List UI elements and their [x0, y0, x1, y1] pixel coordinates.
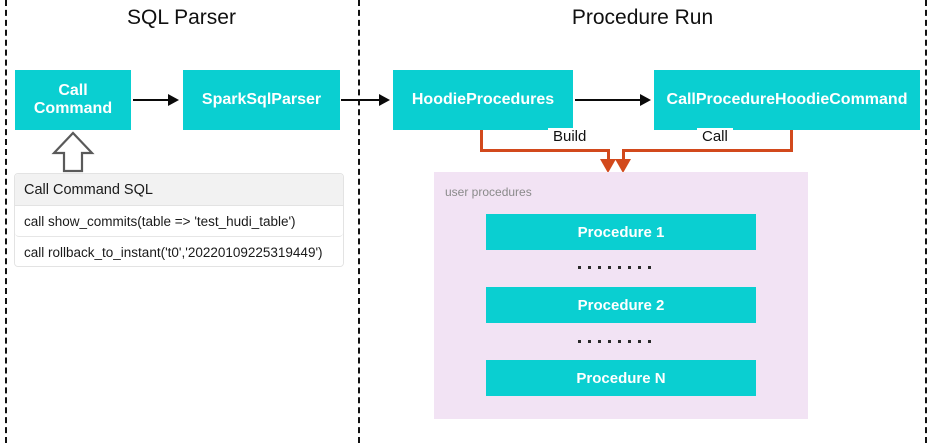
- arrow-head-spark-parser-to-hoodie-procedures: [379, 94, 390, 106]
- sql-table-header: Call Command SQL: [15, 174, 343, 206]
- call-command-sql-table: Call Command SQL call show_commits(table…: [14, 173, 344, 267]
- edge-label-call: Call: [697, 128, 733, 145]
- arrow-head-hoodie-procedures-to-call-procedure-command: [640, 94, 651, 106]
- connector-call-vertical-down: [622, 149, 625, 163]
- section-title-procedure-run: Procedure Run: [571, 6, 714, 29]
- box-call-procedure-hoodie-command[interactable]: CallProcedureHoodieCommand: [654, 70, 920, 130]
- ellipsis-separator-2: [578, 340, 651, 343]
- section-title-sql-parser: SQL Parser: [127, 6, 236, 29]
- sql-table-row: call show_commits(table => 'test_hudi_ta…: [15, 206, 343, 237]
- arrow-head-call-command-to-spark-parser: [168, 94, 179, 106]
- arrow-hoodie-procedures-to-call-procedure-command: [575, 99, 641, 101]
- connector-call-horizontal: [622, 149, 793, 152]
- connector-call-arrow-head: [615, 159, 631, 173]
- connector-build-vertical-left: [480, 130, 483, 151]
- user-procedures-panel-label: user procedures: [445, 185, 532, 199]
- section-divider-right: [925, 0, 927, 443]
- ellipsis-separator-1: [578, 266, 651, 269]
- box-hoodie-procedures[interactable]: HoodieProcedures: [393, 70, 573, 130]
- box-procedure-n[interactable]: Procedure N: [486, 360, 756, 396]
- box-call-command[interactable]: Call Command: [15, 70, 131, 130]
- arrow-call-command-to-spark-parser: [133, 99, 169, 101]
- box-procedure-2[interactable]: Procedure 2: [486, 287, 756, 323]
- box-call-command-label-line2: Command: [33, 100, 113, 117]
- box-spark-sql-parser[interactable]: SparkSqlParser: [183, 70, 340, 130]
- box-call-command-label-line1: Call: [58, 81, 88, 99]
- box-procedure-1[interactable]: Procedure 1: [486, 214, 756, 250]
- connector-call-vertical-right: [790, 130, 793, 151]
- connector-build-arrow-head: [600, 159, 616, 173]
- connector-build-horizontal: [480, 149, 610, 152]
- arrow-spark-parser-to-hoodie-procedures: [341, 99, 381, 101]
- section-divider-middle: [358, 0, 360, 443]
- sql-table-row: call rollback_to_instant('t0','202201092…: [15, 237, 343, 266]
- connector-build-vertical-down: [607, 149, 610, 163]
- hollow-up-arrow-icon: [51, 131, 95, 173]
- section-divider-left: [5, 0, 7, 443]
- edge-label-build: Build: [548, 128, 592, 145]
